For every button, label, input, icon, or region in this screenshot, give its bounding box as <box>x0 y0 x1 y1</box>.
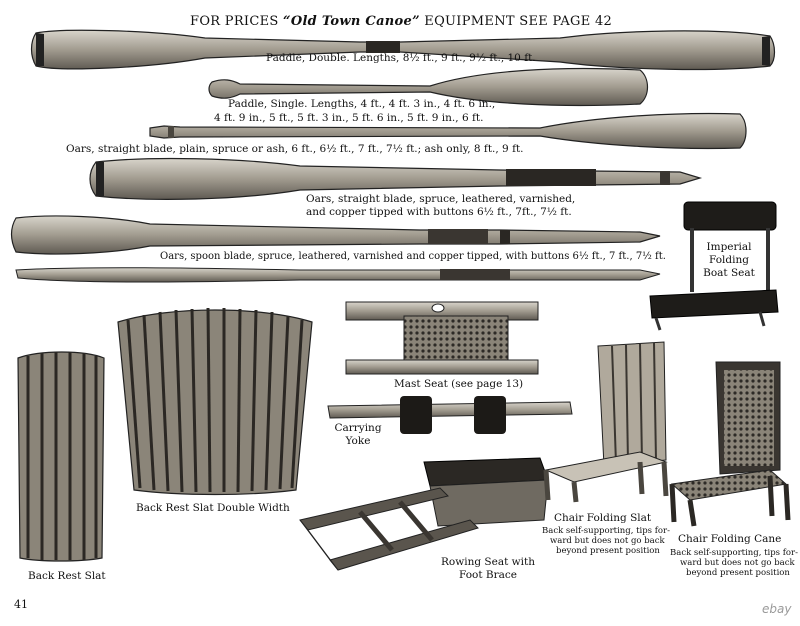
rowing-seat-illustration <box>299 457 549 571</box>
mast-seat-illustration <box>345 301 539 375</box>
caption-chair-slat: Chair Folding Slat <box>554 512 652 524</box>
caption-rowing-line2: Foot Brace <box>458 569 517 581</box>
carrying-yoke-illustration <box>327 396 573 434</box>
caption-oars-leathered-line2: and copper tipped with buttons 6½ ft., 7… <box>306 206 572 218</box>
single-paddle-illustration <box>208 67 649 107</box>
caption-paddle-double: Paddle, Double. Lengths, 8½ ft., 9 ft., … <box>266 52 536 64</box>
caption-chair-slat-note2: ward but does not go back <box>550 536 665 546</box>
caption-chair-slat-note3: beyond present position <box>556 546 660 556</box>
ebay-watermark-text: ebay <box>762 602 792 616</box>
ebay-logo-icon: ebay <box>760 596 796 620</box>
double-paddle-illustration <box>30 29 776 71</box>
caption-chair-cane-note2: ward but does not go back <box>680 558 795 568</box>
oar-spoon-profile-illustration <box>15 267 661 283</box>
caption-yoke-line1: Carrying <box>334 422 382 434</box>
caption-paddle-single-line2: 4 ft. 9 in., 5 ft., 5 ft. 3 in., 5 ft. 6… <box>214 112 484 124</box>
back-rest-double-illustration <box>117 307 313 496</box>
caption-rowing-line1: Rowing Seat with <box>441 556 535 568</box>
oar-spoon-illustration <box>10 215 661 255</box>
caption-imperial-line3: Boat Seat <box>703 267 755 279</box>
caption-oars-plain: Oars, straight blade, plain, spruce or a… <box>66 143 524 155</box>
page-number: 41 <box>14 598 28 611</box>
caption-imperial-line1: Imperial <box>706 241 752 253</box>
title-brand: “Old Town Canoe” <box>283 14 420 29</box>
caption-oars-spoon: Oars, spoon blade, spruce, leathered, va… <box>160 251 666 262</box>
title-prefix: FOR PRICES <box>190 14 284 29</box>
caption-imperial-line2: Folding <box>709 254 749 266</box>
title-suffix: EQUIPMENT SEE PAGE 42 <box>419 14 613 29</box>
back-rest-illustration <box>17 351 105 562</box>
ebay-watermark: ebay <box>760 596 796 620</box>
oar-plain-illustration <box>149 112 747 150</box>
caption-chair-cane-note3: beyond present position <box>686 568 790 578</box>
oar-leathered-illustration <box>89 157 703 200</box>
caption-chair-slat-note1: Back self-supporting, tips for- <box>542 526 670 536</box>
caption-chair-cane-note1: Back self-supporting, tips for- <box>670 548 798 558</box>
chair-cane-illustration <box>669 361 791 527</box>
chair-slat-illustration <box>543 341 669 503</box>
caption-paddle-single-line1: Paddle, Single. Lengths, 4 ft., 4 ft. 3 … <box>228 98 496 110</box>
caption-chair-cane: Chair Folding Cane <box>678 533 782 545</box>
imperial-boat-seat-illustration <box>649 201 779 331</box>
caption-oars-leathered-line1: Oars, straight blade, spruce, leathered,… <box>306 193 576 205</box>
caption-back-rest-double: Back Rest Slat Double Width <box>136 502 290 514</box>
caption-yoke-line2: Yoke <box>345 435 371 447</box>
caption-mast-seat: Mast Seat (see page 13) <box>394 378 524 390</box>
caption-back-rest: Back Rest Slat <box>28 570 106 582</box>
page-title: FOR PRICES “Old Town Canoe” EQUIPMENT SE… <box>190 14 612 29</box>
